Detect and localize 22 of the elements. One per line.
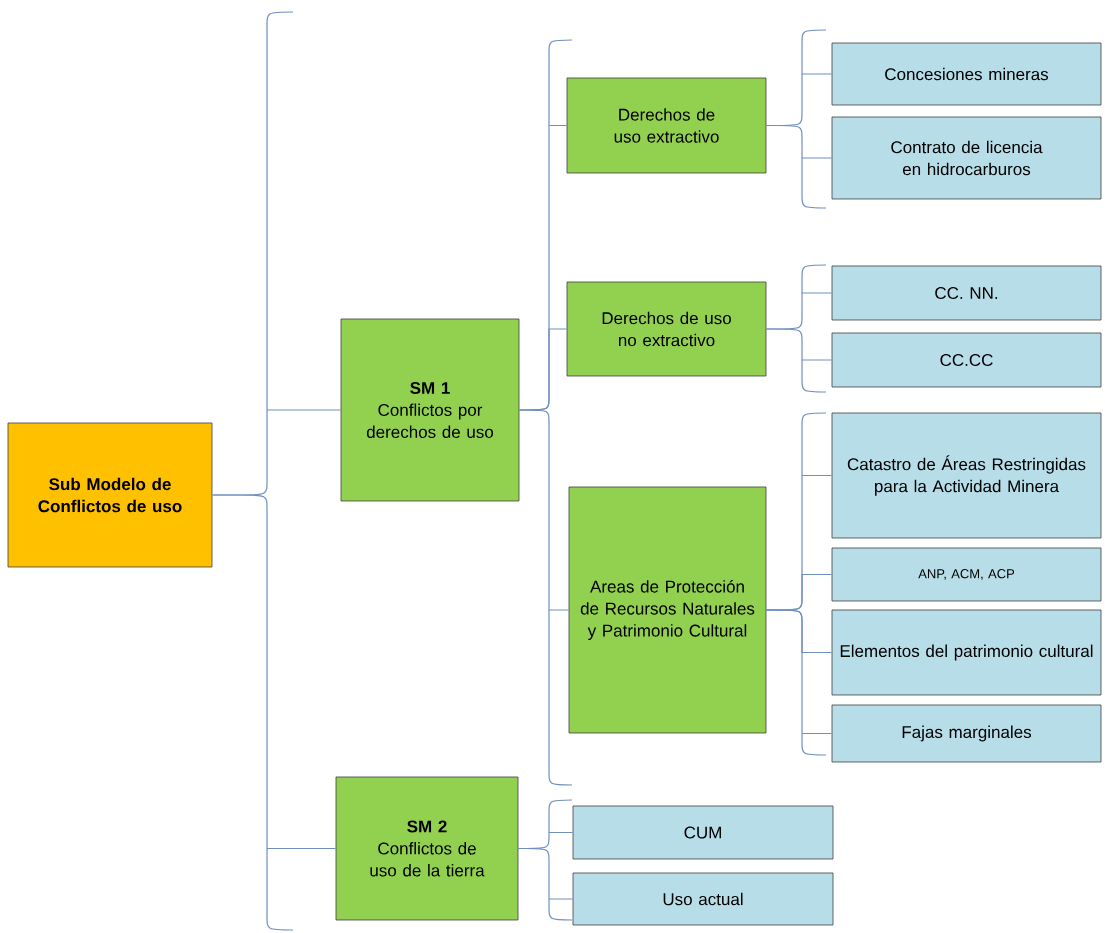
submodel-box: SM 2 Conflictos de uso de la tierra — [335, 776, 519, 921]
brace-connector — [211, 494, 337, 931]
item-box: Catastro de Áreas Restringidas para la Actividad Minera — [831, 412, 1102, 539]
item-box: Elementos del patrimonio cultural — [831, 609, 1102, 696]
item-box: CC.CC — [831, 332, 1102, 388]
category-box: Derechos de uso extractivo — [566, 77, 767, 174]
model-box: Sub Modelo de Conflictos de uso — [7, 422, 213, 568]
submodel-box: SM 1 Conflictos por derechos de uso — [340, 318, 520, 502]
item-box: Fajas marginales — [831, 704, 1102, 763]
category-box: Areas de Protección de Recursos Naturales y Patrimonio Cultural — [568, 486, 767, 734]
brace-connector — [518, 409, 573, 786]
item-box: CUM — [572, 805, 834, 860]
brace-connector — [765, 609, 833, 756]
brace-connector — [765, 124, 833, 209]
category-box: Derechos de uso no extractivo — [566, 281, 767, 377]
brace-connector — [517, 847, 574, 921]
item-box: Contrato de licencia en hidrocarburos — [831, 116, 1102, 200]
item-box: ANP, ACM, ACP — [831, 547, 1102, 602]
item-box: Concesiones mineras — [831, 42, 1102, 106]
brace-connector — [765, 328, 833, 393]
item-box: CC. NN. — [831, 265, 1102, 321]
item-box: Uso actual — [572, 872, 834, 926]
